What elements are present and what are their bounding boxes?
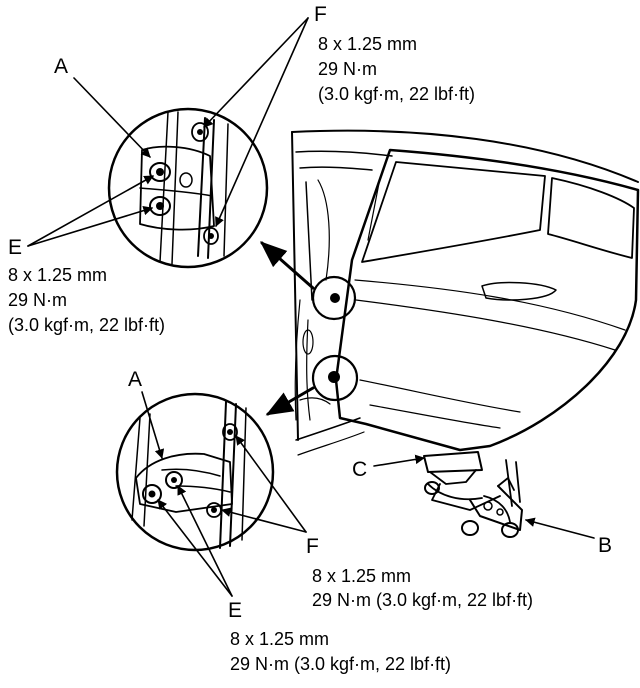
floor-jack xyxy=(423,451,523,538)
upper-hinge-detail xyxy=(107,107,269,269)
callout-F-lower: F xyxy=(306,535,319,558)
callout-C-block: C xyxy=(352,458,367,481)
spec-F-lower-size: 8 x 1.25 mm xyxy=(312,566,411,586)
lower-hinge-callout-circle xyxy=(311,354,359,402)
callout-A-lower: A xyxy=(128,368,142,391)
spec-F-upper-size: 8 x 1.25 mm xyxy=(318,34,417,54)
callout-F-upper: F xyxy=(314,3,327,26)
callout-A-upper: A xyxy=(54,55,68,78)
callout-E-upper: E xyxy=(8,236,22,259)
zoom-arrow-lower xyxy=(265,386,315,416)
spec-F-lower: 8 x 1.25 mm 29 N·m (3.0 kgf·m, 22 lbf·ft… xyxy=(312,566,533,610)
spec-E-upper-size: 8 x 1.25 mm xyxy=(8,265,107,285)
upper-hinge-bolt-mark xyxy=(330,293,340,303)
callout-E-lower: E xyxy=(228,599,242,622)
lower-hinge-detail xyxy=(115,392,275,552)
spec-E-upper-torque-alt: (3.0 kgf·m, 22 lbf·ft) xyxy=(8,315,165,335)
lower-hinge-bolt-mark xyxy=(328,371,340,383)
leader-lines xyxy=(27,17,595,597)
spec-F-upper-torque-alt: (3.0 kgf·m, 22 lbf·ft) xyxy=(318,84,475,104)
upper-hinge-callout-circle xyxy=(311,275,357,321)
spec-F-upper: 8 x 1.25 mm 29 N·m (3.0 kgf·m, 22 lbf·ft… xyxy=(318,34,475,104)
spec-E-lower-torque: 29 N·m (3.0 kgf·m, 22 lbf·ft) xyxy=(230,654,451,674)
rear-door xyxy=(334,148,640,452)
car-body xyxy=(291,129,639,456)
spec-F-upper-torque: 29 N·m xyxy=(318,59,377,79)
spec-E-upper-torque: 29 N·m xyxy=(8,290,67,310)
spec-E-lower-size: 8 x 1.25 mm xyxy=(230,629,329,649)
spec-F-lower-torque: 29 N·m (3.0 kgf·m, 22 lbf·ft) xyxy=(312,590,533,610)
callout-B-jack: B xyxy=(598,534,612,557)
spec-E-lower: 8 x 1.25 mm 29 N·m (3.0 kgf·m, 22 lbf·ft… xyxy=(230,629,451,674)
zoom-arrow-upper xyxy=(259,241,315,290)
spec-E-upper: 8 x 1.25 mm 29 N·m (3.0 kgf·m, 22 lbf·ft… xyxy=(8,265,165,335)
